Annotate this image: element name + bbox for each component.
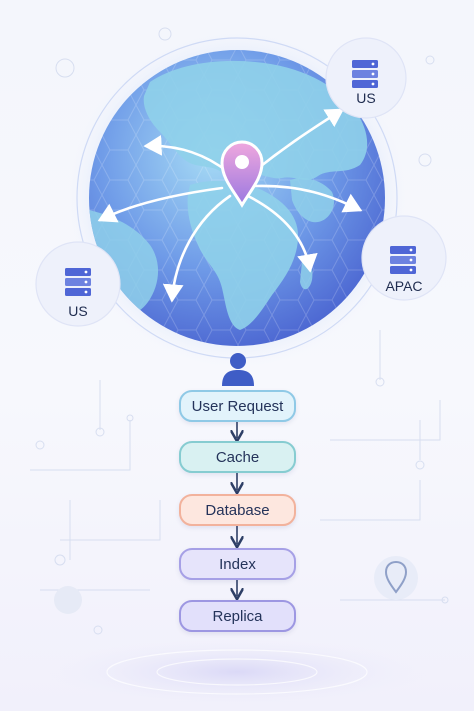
server-icon [390,246,416,274]
region-label-us-west: US [68,303,88,319]
region-label-apac: APAC [385,278,423,294]
server-region-us-east [325,37,407,119]
decorative-pin-right [374,556,418,600]
index-box: Index [179,548,296,580]
database-box: Database [179,494,296,526]
server-icon [352,60,378,88]
user-request-box: User Request [179,390,296,422]
routing-arrows [97,108,363,303]
replica-box: Replica [179,600,296,632]
cache-box: Cache [179,441,296,473]
server-region-apac [361,215,447,301]
location-pin-icon [220,140,264,208]
user-icon [222,353,254,386]
floor-rings [47,638,427,706]
decorative-node-left [54,586,82,614]
server-icon [65,268,91,296]
background-network [30,27,449,635]
server-region-us-west [35,241,121,327]
region-label-us-east: US [356,90,376,106]
